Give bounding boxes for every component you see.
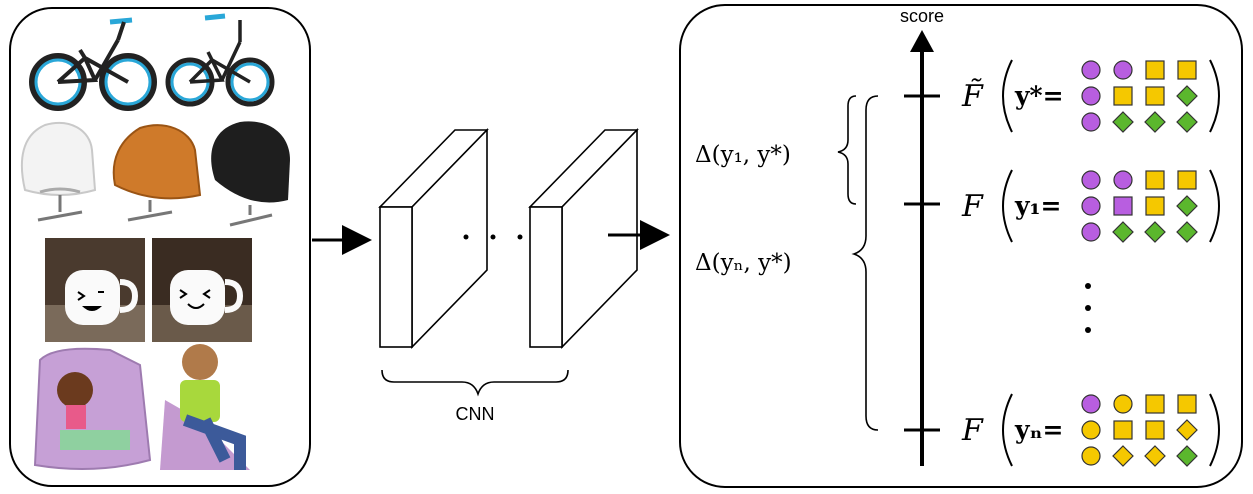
structure-label: y*= [1014,81,1064,110]
green-diamond-mark [1176,85,1198,107]
score-axis-arrowhead [910,30,934,52]
bike-image-2 [165,13,275,107]
purple-circle-mark [1081,196,1101,216]
purple-circle-mark [1081,60,1101,80]
mug-image-1 [45,238,145,342]
vertical-ellipsis [1085,283,1091,333]
yellow-square-mark [1145,86,1165,106]
mug-image-2 [152,238,252,342]
yellow-square-mark [1145,60,1165,80]
child-sitting-image [160,344,250,470]
purple-circle-mark [1081,112,1101,132]
right-paren [1209,169,1220,243]
input-images-panel [9,7,311,487]
score-function-label: F [961,413,984,448]
purple-circle-mark [1113,60,1133,80]
purple-circle-mark [1081,86,1101,106]
green-diamond-mark [1176,195,1198,217]
score-row-0: F̃ y*= [961,59,1220,133]
delta-brace-large [851,95,879,431]
yellow-square-mark [1177,394,1197,414]
green-diamond-mark [1112,111,1134,133]
score-function-label: F [961,189,984,224]
purple-circle-mark [1113,170,1133,190]
yellow-circle-mark [1113,394,1133,414]
right-paren [1209,59,1220,133]
green-diamond-mark [1176,111,1198,133]
bike-image-1 [29,17,157,111]
score-axis-label: score [900,6,944,26]
purple-circle-mark [1081,170,1101,190]
yellow-square-mark [1145,394,1165,414]
green-diamond-mark [1176,445,1198,467]
left-paren [1002,59,1013,133]
purple-circle-mark [1081,222,1101,242]
yellow-circle-mark [1081,420,1101,440]
score-function-label: F̃ [961,79,984,114]
cnn-layer-2 [528,128,639,349]
score-ticks [904,94,940,432]
cnn-ellipsis [463,234,523,240]
cnn-layer-1 [378,128,489,349]
yellow-square-mark [1113,86,1133,106]
delta-brace-small [837,95,857,205]
yellow-square-mark [1113,420,1133,440]
left-paren [1002,393,1013,467]
yellow-diamond-mark [1144,445,1166,467]
yellow-square-mark [1145,196,1165,216]
green-diamond-mark [1112,221,1134,243]
yellow-square-mark [1145,420,1165,440]
black-egg-chair-image [211,121,290,227]
yellow-diamond-mark [1176,419,1198,441]
white-egg-chair-image [20,122,97,222]
yellow-square-mark [1177,60,1197,80]
cnn-brace [381,369,569,397]
yellow-diamond-mark [1112,445,1134,467]
dora-kids-chair-image [33,347,152,470]
purple-square-mark [1113,196,1133,216]
green-diamond-mark [1144,111,1166,133]
delta-label-n: Δ(yₙ, y*) [695,250,792,276]
yellow-circle-mark [1081,446,1101,466]
output-structures-panel [679,4,1243,488]
structure-label: y₁= [1014,191,1061,220]
green-diamond-mark [1144,221,1166,243]
cnn-label: CNN [456,404,495,424]
green-diamond-mark [1176,221,1198,243]
left-paren [1002,169,1013,243]
yellow-square-mark [1145,170,1165,190]
yellow-square-mark [1177,170,1197,190]
structure-label: yₙ= [1014,415,1063,444]
orange-egg-chair-image [112,124,202,222]
right-paren [1209,393,1220,467]
purple-circle-mark [1081,394,1101,414]
delta-label-1: Δ(y₁, y*) [695,142,791,168]
